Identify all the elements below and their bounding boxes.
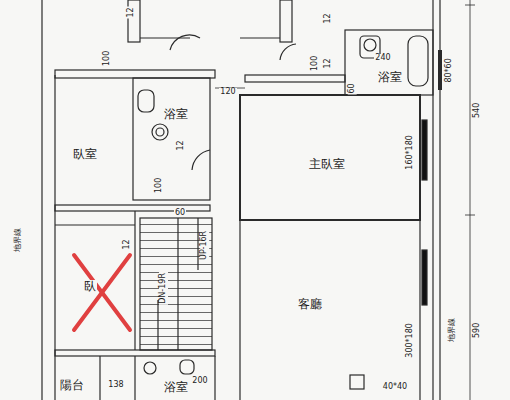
dimension-text: 200 — [191, 377, 208, 386]
bathroom-area: 浴室 — [160, 106, 192, 123]
dimension-text-vertical: 地界線 — [448, 317, 457, 343]
dimension-text-vertical: 12 — [123, 238, 132, 250]
balcony-area: 陽台 — [56, 377, 88, 394]
dimension-text: 240 — [374, 54, 391, 63]
dimension-text-vertical: 地界線 — [14, 227, 23, 253]
room-name: 客廳 — [297, 298, 323, 311]
room-name: 陽台 — [59, 379, 85, 392]
dimension-text-vertical: 590 — [474, 321, 483, 338]
bathroom-area: 浴室 — [374, 69, 406, 86]
room-name: 浴室 — [163, 108, 189, 121]
dimension-text-vertical: 12 — [324, 12, 333, 24]
bedroom-area: 臥 — [80, 278, 100, 295]
dimension-text: 138 — [107, 381, 124, 390]
dimension-text: 40*40 — [382, 383, 408, 392]
room-name: 臥室 — [72, 148, 98, 161]
dimension-text-vertical: 100 — [312, 54, 321, 71]
dimension-text: 120 — [219, 88, 236, 97]
dimension-text-vertical: DN-19R — [159, 272, 168, 305]
bedroom-area: 臥室 — [69, 146, 101, 163]
dimension-text-vertical: 160*180 — [406, 134, 415, 171]
bathroom-area: 浴室 — [160, 379, 192, 396]
cross-mark — [74, 255, 130, 330]
dimension-text-vertical: 100 — [104, 49, 113, 66]
master-bedroom-area: 主臥室 — [305, 156, 349, 173]
living-room-area: 客廳 — [294, 296, 326, 313]
dimension-text-vertical: 12 — [127, 6, 136, 18]
room-name: 浴室 — [163, 381, 189, 394]
dimension-text-vertical: 12 — [324, 57, 333, 69]
room-name: 臥 — [83, 280, 97, 293]
dimension-text-vertical: 12 — [177, 139, 186, 151]
cross-mark — [74, 255, 130, 330]
dimension-text: 60 — [174, 209, 186, 218]
dimension-text-vertical: 100 — [156, 176, 165, 193]
dimension-text-vertical: 540 — [474, 101, 483, 118]
room-name: 主臥室 — [308, 158, 346, 171]
dimension-text-vertical: 300*180 — [406, 322, 415, 359]
walls — [42, 0, 475, 400]
room-name: 浴室 — [377, 71, 403, 84]
dimension-text-vertical: UP-16R — [201, 229, 210, 260]
dimension-text-vertical: 60 — [348, 82, 357, 94]
dimension-text-vertical: 80*60 — [445, 57, 454, 83]
